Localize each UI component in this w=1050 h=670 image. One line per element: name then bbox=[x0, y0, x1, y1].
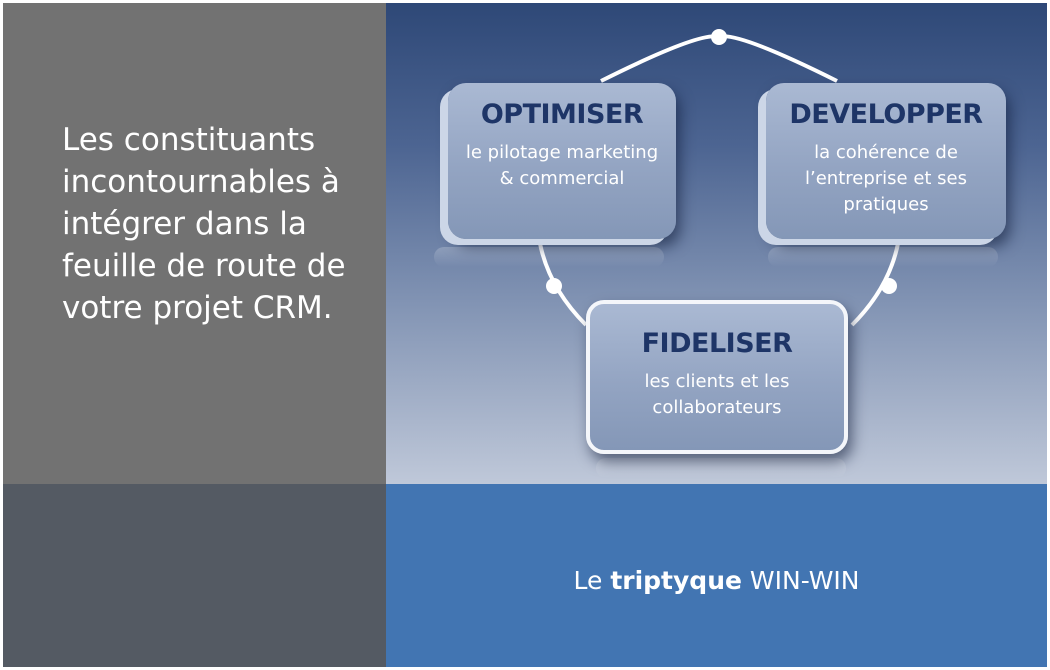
caption-prefix: Le bbox=[573, 566, 611, 595]
box-description: le pilotage marketing & commercial bbox=[465, 142, 659, 189]
box-title: OPTIMISER bbox=[480, 99, 644, 130]
caption: Le triptyque WIN-WIN bbox=[386, 566, 1047, 595]
box-reflection-optimiser bbox=[434, 247, 664, 267]
box-title: DEVELOPPER bbox=[789, 99, 983, 130]
caption-panel: Le triptyque WIN-WIN bbox=[386, 484, 1047, 667]
slide: Les constituants incontournables à intég… bbox=[3, 3, 1047, 667]
box-reflection-fideliser bbox=[596, 458, 846, 478]
box-developper: DEVELOPPER la cohérence de l’entreprise … bbox=[766, 83, 1006, 239]
caption-emphasis: triptyque bbox=[610, 566, 742, 595]
box-fideliser: FIDELISER les clients et les collaborate… bbox=[586, 300, 848, 454]
cycle-diagram bbox=[536, 29, 902, 327]
intro-text: Les constituants incontournables à intég… bbox=[62, 122, 346, 326]
connector-dot-right bbox=[881, 278, 897, 294]
box-title: FIDELISER bbox=[641, 328, 793, 359]
box-description: la cohérence de l’entreprise et ses prat… bbox=[804, 142, 968, 215]
diagram-panel: OPTIMISER le pilotage marketing & commer… bbox=[386, 3, 1047, 484]
caption-suffix: WIN-WIN bbox=[741, 566, 860, 595]
connector-dot-top bbox=[711, 29, 727, 45]
box-description: les clients et les collaborateurs bbox=[644, 371, 790, 418]
left-footer-panel bbox=[3, 484, 386, 667]
connector-dot-left bbox=[546, 278, 562, 294]
box-optimiser: OPTIMISER le pilotage marketing & commer… bbox=[448, 83, 676, 239]
connector-left bbox=[536, 230, 588, 327]
box-reflection-developper bbox=[768, 247, 998, 267]
connector-right bbox=[850, 230, 902, 327]
left-panel: Les constituants incontournables à intég… bbox=[3, 3, 386, 484]
